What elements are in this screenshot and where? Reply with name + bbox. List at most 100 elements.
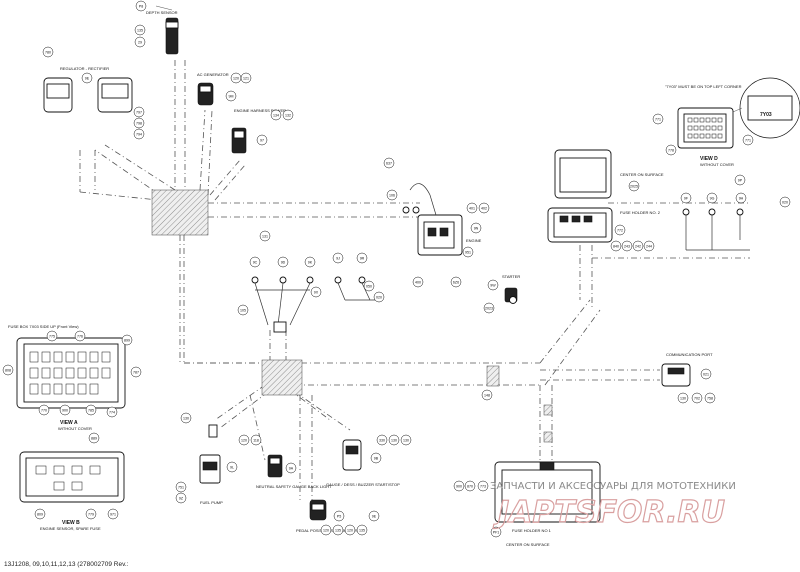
callout-circle [735, 192, 747, 204]
callout-c-9f: 9F [680, 192, 692, 204]
callout-text: 131 [262, 234, 268, 238]
callout-c-9x: 9X [310, 286, 322, 298]
callout-c-771: 771 [652, 113, 664, 125]
engine-label: ENGINE [466, 238, 482, 243]
callout-text: 148 [484, 393, 490, 397]
callout-c-244: 244 [643, 240, 655, 252]
callout-circle [42, 46, 54, 58]
communication-port-label: COMMUNICATION PORT [666, 352, 713, 357]
callout-c-120a: 120 [230, 72, 242, 84]
callout-text: 9P [738, 178, 743, 182]
callout-c-134: 134 [270, 109, 282, 121]
callout-text: 9A [289, 466, 294, 470]
callout-text: 9Z [179, 496, 184, 500]
fuel-pump: FUEL PUMP [199, 424, 223, 505]
callout-c-9n: 9N [470, 222, 482, 234]
callout-c-889: 889 [88, 432, 100, 444]
callout-circle [320, 524, 332, 536]
callout-circle [628, 180, 640, 192]
callout-text: 135 [359, 528, 365, 532]
callout-text: 106 [389, 193, 395, 197]
callout-circle [490, 526, 502, 538]
callout-c-772: 772 [614, 224, 626, 236]
callout-circle [81, 72, 93, 84]
callout-c-118: 118 [250, 434, 262, 446]
callout-circle [304, 256, 316, 268]
fuse-box-view-a: FUSE BOX 7X03 SIDE UP (Front View) VIEW … [8, 324, 126, 431]
callout-circle [180, 412, 192, 424]
callout-text: 130 [183, 416, 189, 420]
callout-circle [779, 196, 791, 208]
communication-port: COMMUNICATION PORT [661, 352, 713, 387]
callout-circle [368, 510, 380, 522]
callout-c-840: 840 [610, 240, 622, 252]
callout-c-130b: 130 [388, 434, 400, 446]
ac-generator-label: AC GENERATOR [197, 72, 229, 77]
callout-circle [121, 334, 133, 346]
callout-c-2025: 2025 [628, 180, 640, 192]
callout-c-135a: 135 [134, 24, 146, 36]
callout-circle [240, 72, 252, 84]
callout-circle [400, 434, 412, 446]
callout-circle [466, 202, 478, 214]
callout-c-780: 780 [42, 46, 54, 58]
callout-c-9j: 9J [332, 252, 344, 264]
callout-text: 050 [366, 284, 372, 288]
callout-c-778: 778 [665, 144, 677, 156]
callout-c-9e: 9E [81, 72, 93, 84]
callout-c-900: 900 [59, 404, 71, 416]
regulator-rectifier: REGULATOR - RECTIFIER [43, 66, 133, 113]
callout-c-121a: 121 [240, 72, 252, 84]
callout-c-9z: 9Z [175, 492, 187, 504]
engine-harness-power: ENGINE HARNESS POWER [231, 108, 286, 154]
engine-harness-label: ENGINE HARNESS POWER [234, 108, 286, 113]
callout-text: 809 [37, 512, 43, 516]
callout-circle [85, 404, 97, 416]
callout-text: 9G [710, 196, 715, 200]
fuse-box-side-label: FUSE BOX 7X03 SIDE UP (Front View) [8, 324, 79, 329]
callout-c-798: 798 [133, 117, 145, 129]
callout-circle [483, 302, 495, 314]
callout-circle [614, 224, 626, 236]
callout-circle [344, 524, 356, 536]
callout-c-400: 400 [412, 276, 424, 288]
callout-circle [632, 240, 644, 252]
callout-text: 9M [229, 94, 234, 98]
callout-circle [237, 304, 249, 316]
view-b-title: VIEW B [62, 520, 80, 526]
callout-text: 130 [680, 396, 686, 400]
callout-text: 9C [253, 260, 258, 264]
view-d-connector: "7Y03" MUST BE ON TOP LEFT CORNER VIEW D… [665, 77, 800, 167]
tag-7y03: 7Y03 [760, 112, 772, 118]
callout-c-751: 751 [175, 481, 187, 493]
callout-c-p8: P8 [135, 0, 147, 12]
callout-text: 121 [243, 76, 249, 80]
callout-c-105: 105 [237, 304, 249, 316]
callout-circle [249, 256, 261, 268]
callout-text: 29 [138, 40, 142, 44]
callout-text: 9L [230, 465, 234, 469]
callout-circle [2, 364, 14, 376]
callout-text: 900 [456, 484, 462, 488]
callout-circle [621, 240, 633, 252]
callout-c-787: 787 [130, 366, 142, 378]
callout-text: 808 [5, 368, 11, 372]
callout-text: 772 [617, 228, 623, 232]
callout-text: 9R [360, 256, 365, 260]
callout-text: 330 [379, 438, 385, 442]
callout-circle [46, 330, 58, 342]
callout-text: 118 [253, 438, 259, 442]
callout-c-29a: 29 [134, 36, 146, 48]
callout-circle [259, 230, 271, 242]
callout-circle [133, 106, 145, 118]
depth-sensor: DEPTH SENSOR [146, 5, 179, 55]
callout-text: 785 [88, 408, 94, 412]
callout-circle [175, 492, 187, 504]
view-d-title: VIEW D [700, 156, 718, 162]
callout-c-120d: 120 [344, 524, 356, 536]
callout-c-9h: 9H [735, 192, 747, 204]
callout-text: 020 [376, 295, 382, 299]
callout-text: 751 [178, 485, 184, 489]
callout-c-020b: 020 [373, 291, 385, 303]
